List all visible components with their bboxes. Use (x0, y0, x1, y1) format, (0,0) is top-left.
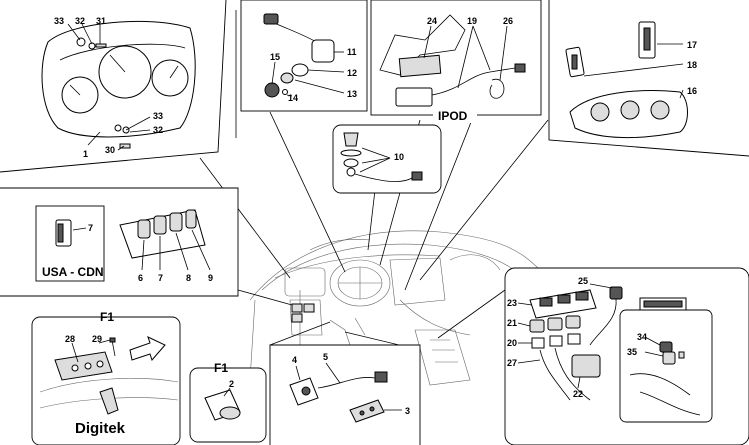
part-number-29: 29 (92, 334, 102, 344)
part-number-7: 7 (158, 273, 163, 283)
part-number-19: 19 (467, 16, 477, 26)
panel-climate-controls (548, 0, 749, 157)
part-number-32-lower: 32 (153, 125, 163, 135)
label-f1-small: F1 (214, 361, 228, 375)
part-number-14: 14 (288, 93, 298, 103)
part-number-7-usa: 7 (88, 223, 93, 233)
label-f1-panel: F1 (100, 310, 114, 324)
panel-inset-connector (619, 309, 713, 423)
part-number-24: 24 (427, 16, 437, 26)
panel-instrument-cluster (0, 0, 227, 173)
part-number-31: 31 (96, 16, 106, 26)
panel-f1-small (189, 367, 267, 443)
part-number-32: 32 (75, 16, 85, 26)
panel-f1-digitek (31, 316, 181, 445)
part-number-17: 17 (687, 40, 697, 50)
panel-ipod (370, 0, 542, 116)
part-number-6: 6 (138, 273, 143, 283)
part-number-8: 8 (186, 273, 191, 283)
label-ipod: IPOD (438, 109, 468, 123)
part-number-22: 22 (573, 389, 583, 399)
part-number-23: 23 (507, 298, 517, 308)
part-number-27: 27 (507, 358, 517, 368)
part-number-5: 5 (323, 352, 328, 362)
part-number-4: 4 (292, 355, 297, 365)
part-number-10: 10 (394, 152, 404, 162)
panel-cigar-lighter (332, 124, 442, 194)
part-number-35: 35 (627, 347, 637, 357)
part-number-13: 13 (347, 89, 357, 99)
part-number-34: 34 (637, 332, 647, 342)
part-number-9: 9 (208, 273, 213, 283)
part-number-11: 11 (347, 47, 357, 57)
car-interior-drawing (249, 230, 541, 386)
part-number-20: 20 (507, 338, 517, 348)
panel-switch-bank (0, 187, 239, 297)
part-number-3: 3 (405, 406, 410, 416)
part-number-18: 18 (687, 60, 697, 70)
label-usa-cdn: USA - CDN (42, 265, 104, 279)
part-number-1: 1 (83, 149, 88, 159)
leader-lines (199, 10, 549, 351)
part-number-16: 16 (687, 86, 697, 96)
panel-switch-connector (240, 0, 368, 112)
part-number-26: 26 (503, 16, 513, 26)
part-number-33: 33 (54, 16, 64, 26)
part-number-28: 28 (65, 334, 75, 344)
part-number-25: 25 (578, 276, 588, 286)
part-number-21: 21 (507, 318, 517, 328)
part-number-2: 2 (229, 379, 234, 389)
part-number-33-lower: 33 (153, 111, 163, 121)
part-number-15: 15 (270, 52, 280, 62)
ipod-label-bg (433, 108, 477, 123)
panel-pedal-sensor (269, 344, 421, 445)
part-number-30: 30 (105, 145, 115, 155)
label-digitek: Digitek (75, 420, 126, 437)
part-number-12: 12 (347, 68, 357, 78)
